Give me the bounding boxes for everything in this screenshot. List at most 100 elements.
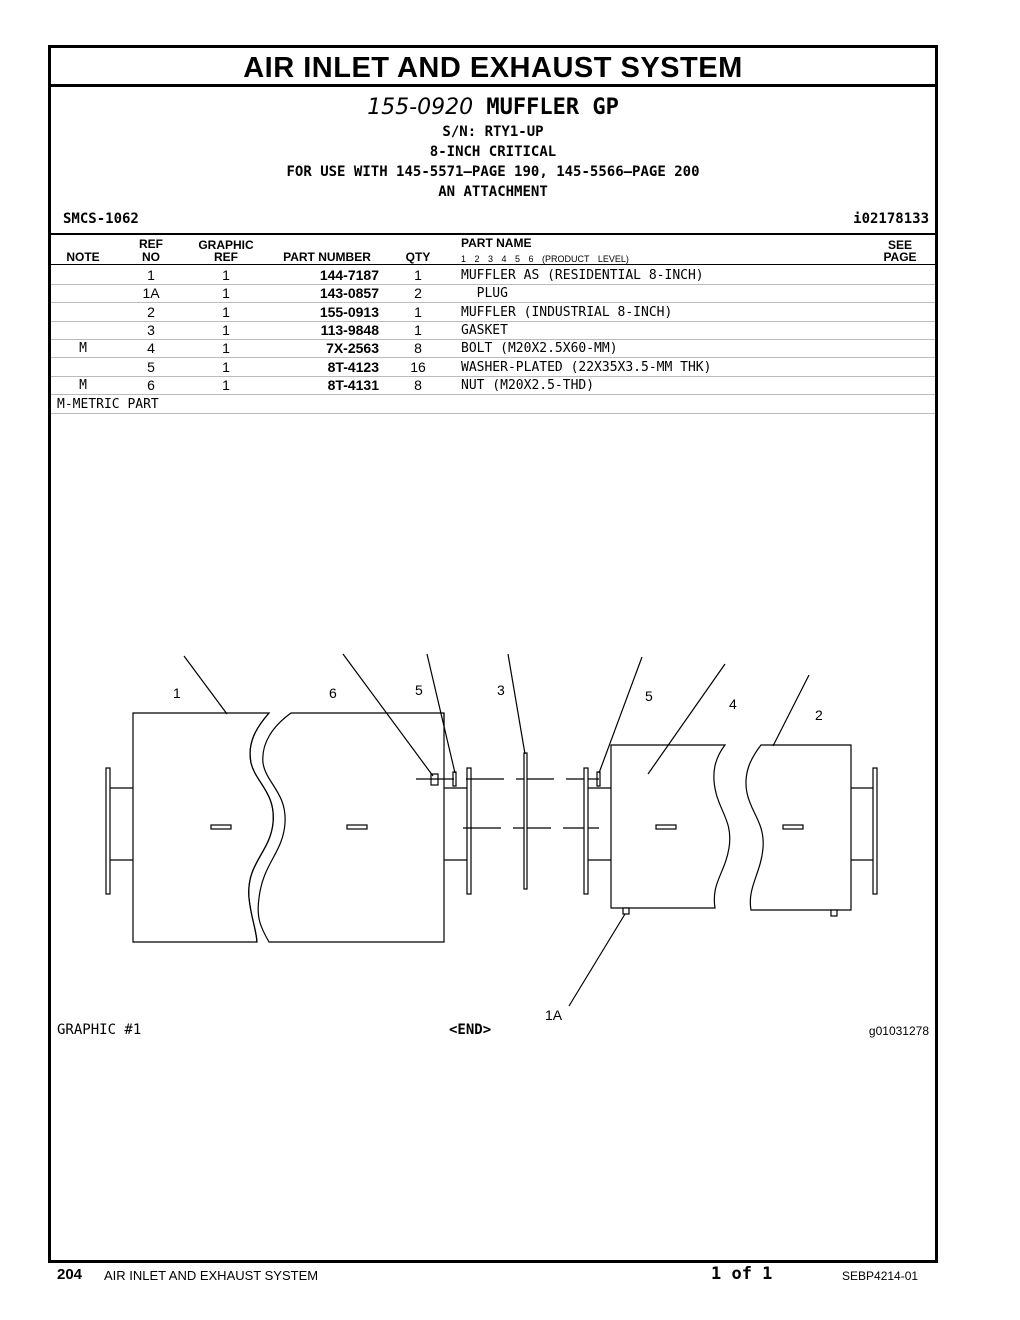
col-ref-top: REF — [139, 237, 163, 251]
cell-part-number: 7X-2563 — [326, 340, 379, 357]
callout-2: 2 — [815, 707, 823, 723]
smcs-code: SMCS-1062 — [63, 211, 139, 227]
col-see-bottom: PAGE — [883, 250, 917, 264]
leader-1 — [183, 655, 228, 715]
callout-5-right: 5 — [645, 688, 653, 704]
table-header-rule — [51, 264, 935, 265]
col-see-top: SEE — [887, 238, 912, 252]
left-flange — [105, 767, 133, 895]
col-graphic-bottom: REF — [214, 250, 238, 264]
cell-gref: 1 — [222, 376, 230, 393]
cell-part-number: 8T-4123 — [327, 358, 379, 375]
cell-part-number: 8T-4131 — [327, 376, 379, 393]
cell-gref: 1 — [222, 285, 230, 302]
page-frame: AIR INLET AND EXHAUST SYSTEM 155-0920 MU… — [48, 45, 938, 1263]
end-marker: <END> — [449, 1022, 492, 1038]
serial-number: S/N: RTY1-UP — [442, 124, 544, 140]
callout-5-left: 5 — [415, 682, 423, 698]
callout-3: 3 — [497, 682, 505, 698]
col-part-name: PART NAME — [461, 236, 532, 250]
cell-ref: 1A — [142, 285, 160, 302]
cell-note: M — [79, 341, 87, 357]
doc-number: SEBP4214-01 — [842, 1269, 919, 1283]
inlet-flange-2 — [583, 767, 611, 895]
cell-gref: 1 — [222, 303, 230, 320]
cell-ref: 5 — [147, 358, 155, 375]
muffler-1-slot — [210, 824, 232, 830]
cell-name: PLUG — [461, 286, 508, 302]
col-note: NOTE — [66, 250, 100, 264]
cell-qty: 8 — [414, 376, 422, 393]
graphic-id: g01031278 — [868, 1024, 929, 1038]
cell-name: MUFFLER (INDUSTRIAL 8-INCH) — [461, 304, 673, 320]
plug-part-2 — [830, 909, 838, 917]
muffler-2-slot — [655, 824, 677, 830]
cell-ref: 1 — [147, 267, 155, 283]
cell-qty: 1 — [414, 267, 422, 283]
muffler-2-slot-2 — [782, 824, 804, 830]
cell-ref: 4 — [147, 340, 155, 357]
page-of: 1 of 1 — [711, 1264, 773, 1284]
cell-part-number: 144-7187 — [319, 267, 379, 283]
header-line-3: FOR USE WITH 145-5571—PAGE 190, 145-5566… — [286, 164, 700, 180]
cell-name: NUT (M20X2.5-THD) — [461, 377, 595, 393]
cell-ref: 2 — [147, 303, 155, 320]
cell-qty: 16 — [410, 358, 426, 375]
page-number: 204 — [57, 1266, 83, 1283]
cell-gref: 1 — [222, 321, 230, 338]
col-part-number: PART NUMBER — [283, 250, 371, 264]
cell-name: BOLT (M20X2.5X60-MM) — [461, 341, 618, 357]
col-graphic-top: GRAPHIC — [198, 238, 254, 252]
table-top-rule — [51, 233, 935, 235]
muffler-1-left-body — [132, 712, 274, 943]
table-row: M 4 1 7X-2563 8 BOLT (M20X2.5X60-MM) — [51, 339, 935, 359]
muffler-1-cut — [248, 712, 274, 943]
cell-qty: 1 — [414, 321, 422, 338]
leader-1a — [568, 913, 626, 1007]
cell-note: M — [79, 377, 87, 393]
leader-3 — [507, 653, 526, 755]
cell-part-number: 143-0857 — [319, 285, 379, 302]
callout-6: 6 — [329, 685, 337, 701]
callout-1: 1 — [173, 685, 181, 701]
group-header: 155-0920 MUFFLER GP S/N: RTY1-UP 8-INCH … — [51, 94, 935, 202]
metric-footnote: M-METRIC PART — [57, 397, 159, 412]
leader-6 — [342, 653, 434, 777]
cell-part-number: 113-9848 — [320, 321, 379, 338]
leader-2 — [772, 674, 810, 747]
cell-ref: 6 — [147, 376, 155, 393]
col-product-level: 1 2 3 4 5 6 (PRODUCT LEVEL) — [461, 254, 629, 264]
cell-qty: 1 — [414, 303, 422, 320]
cell-gref: 1 — [222, 358, 230, 375]
outlet-flange-1 — [444, 767, 472, 895]
plug-part — [622, 907, 630, 915]
cell-name: MUFFLER AS (RESIDENTIAL 8-INCH) — [461, 268, 704, 283]
cell-gref: 1 — [222, 267, 230, 283]
callout-4: 4 — [729, 696, 737, 712]
table-row: 5 1 8T-4123 16 WASHER-PLATED (22X35X3.5-MM T… — [51, 358, 935, 377]
callout-1a: 1A — [545, 1007, 563, 1023]
cell-name: WASHER-PLATED (22X35X3.5-MM THK) — [461, 359, 712, 375]
page-footer: 204 AIR INLET AND EXHAUST SYSTEM 1 of 1 … — [0, 1264, 1020, 1286]
col-qty: QTY — [405, 250, 431, 264]
group-title-line: 155-0920 MUFFLER GP — [51, 94, 935, 122]
cell-name: GASKET — [461, 322, 508, 338]
group-part-number: 155-0920 — [367, 95, 474, 120]
exploded-view-graphic: 1 6 5 3 5 4 2 1A — [105, 653, 878, 1023]
muffler-1-slot-2 — [346, 824, 368, 830]
gasket-part — [523, 752, 528, 890]
footer-title: AIR INLET AND EXHAUST SYSTEM — [104, 1268, 319, 1283]
cell-gref: 1 — [222, 340, 230, 357]
table-row: M 6 1 8T-4131 8 NUT (M20X2.5-THD) — [51, 376, 935, 395]
section-title: AIR INLET AND EXHAUST SYSTEM — [51, 48, 935, 87]
cell-qty: 8 — [414, 340, 422, 357]
table-row: 3 1 113-9848 1 GASKET — [51, 321, 935, 340]
table-row: 1 1 144-7187 1 MUFFLER AS (RESIDENTIAL 8-INC… — [51, 266, 935, 285]
cell-ref: 3 — [147, 321, 155, 338]
leader-4 — [647, 663, 726, 775]
leader-5-right — [598, 656, 643, 774]
leader-5-left — [426, 653, 456, 774]
group-name: MUFFLER GP — [486, 95, 619, 120]
